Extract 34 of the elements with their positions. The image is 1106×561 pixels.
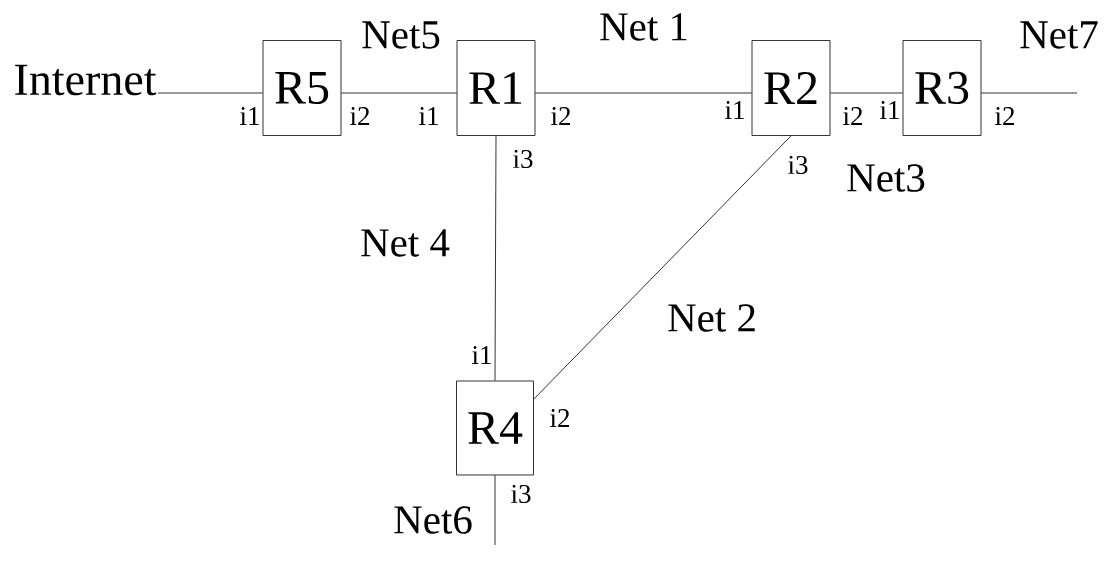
interface-label: i2 [843, 107, 862, 125]
router-box: R5 [262, 40, 342, 136]
node-label: Internet [15, 64, 157, 96]
router-box: R4 [456, 380, 534, 476]
router-box: R3 [902, 40, 982, 136]
interface-label: i3 [788, 155, 808, 175]
net-label: Net3 [847, 164, 925, 192]
link-line [341, 92, 457, 94]
net-label: Net 2 [668, 304, 755, 332]
interface-label: i1 [725, 101, 744, 119]
link-line [533, 135, 792, 400]
interface-label: i3 [511, 484, 531, 504]
interface-label: i1 [419, 107, 438, 125]
interface-label: i2 [995, 107, 1014, 125]
interface-label: i3 [513, 149, 533, 169]
net-label: Net7 [1020, 21, 1098, 49]
interface-label: i2 [350, 107, 370, 125]
link-line [981, 92, 1078, 94]
link-line [494, 135, 497, 381]
interface-label: i2 [550, 409, 569, 427]
link-line [535, 92, 752, 94]
interface-label: i1 [472, 346, 491, 364]
router-box: R2 [751, 40, 831, 136]
net-label: Net5 [362, 21, 440, 49]
link-line [494, 475, 496, 546]
link-line [830, 92, 903, 94]
router-box: R1 [456, 40, 536, 136]
interface-label: i1 [240, 107, 259, 125]
net-label: Net6 [394, 506, 472, 534]
link-line [157, 92, 263, 94]
interface-label: i1 [880, 101, 899, 119]
net-label: Net 1 [600, 13, 687, 41]
interface-label: i2 [551, 107, 570, 125]
net-label: Net 4 [361, 229, 450, 257]
